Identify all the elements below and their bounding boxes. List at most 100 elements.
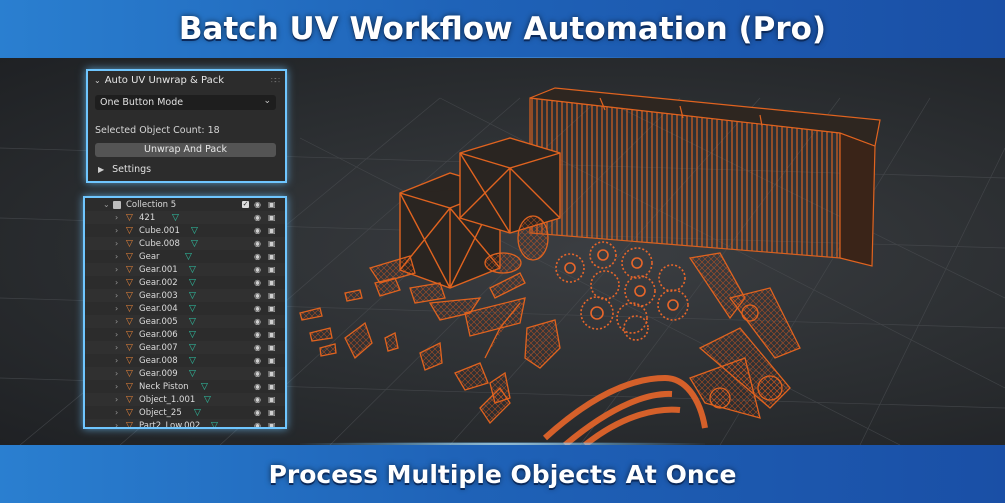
chevron-right-icon[interactable]: › [115,343,119,352]
eye-icon[interactable]: ◉ [254,213,261,222]
outliner-object-row[interactable]: ›▽Gear.001▽◉▣ [85,263,285,276]
eye-icon[interactable]: ◉ [254,421,261,429]
eye-icon[interactable]: ◉ [254,408,261,417]
outliner-object-row[interactable]: ›▽Neck Piston▽◉▣ [85,380,285,393]
camera-icon[interactable]: ▣ [268,421,276,429]
eye-icon[interactable]: ◉ [254,252,261,261]
chevron-down-icon[interactable]: ⌄ [94,76,101,85]
camera-icon[interactable]: ▣ [268,200,276,209]
object-name: Object_1.001 [139,394,196,405]
object-name: Neck Piston [139,381,189,392]
outliner-object-row[interactable]: ›▽421▽◉▣ [85,211,285,224]
camera-icon[interactable]: ▣ [268,239,276,248]
chevron-right-icon[interactable]: › [115,395,119,404]
outliner-object-row[interactable]: ›▽Gear.004▽◉▣ [85,302,285,315]
object-icon: ▽ [126,420,133,429]
outliner-object-row[interactable]: ›▽Gear▽◉▣ [85,250,285,263]
object-name: Gear.004 [139,303,178,314]
camera-icon[interactable]: ▣ [268,304,276,313]
eye-icon[interactable]: ◉ [254,265,261,274]
chevron-right-icon[interactable]: › [115,421,119,429]
eye-icon[interactable]: ◉ [254,343,261,352]
outliner-object-row[interactable]: ›▽Object_25▽◉▣ [85,406,285,419]
camera-icon[interactable]: ▣ [268,395,276,404]
eye-icon[interactable]: ◉ [254,291,261,300]
mesh-data-icon: ▽ [189,368,196,379]
engine-parts [299,215,561,425]
camera-icon[interactable]: ▣ [268,265,276,274]
eye-icon[interactable]: ◉ [254,356,261,365]
eye-icon[interactable]: ◉ [254,226,261,235]
mesh-data-icon: ▽ [189,342,196,353]
outliner-object-row[interactable]: ›▽Gear.006▽◉▣ [85,328,285,341]
settings-section-toggle[interactable]: ▶ Settings [98,164,151,175]
mode-dropdown[interactable]: One Button Mode ⌄ [95,95,276,110]
chevron-right-icon[interactable]: › [115,265,119,274]
chevron-right-icon[interactable]: › [115,408,119,417]
checkbox-icon[interactable]: ✓ [242,200,249,208]
eye-icon[interactable]: ◉ [254,395,261,404]
mesh-data-icon: ▽ [189,264,196,275]
outliner-collection-row[interactable]: ⌄ Collection 5 ✓ ◉ ▣ [85,198,285,211]
chevron-right-icon[interactable]: › [115,330,119,339]
camera-icon[interactable]: ▣ [268,317,276,326]
banner-glow-bottom [300,442,705,446]
outliner-object-row[interactable]: ›▽Gear.002▽◉▣ [85,276,285,289]
chevron-right-icon[interactable]: › [115,239,119,248]
chevron-right-icon[interactable]: › [115,382,119,391]
mesh-data-icon: ▽ [189,277,196,288]
outliner-object-row[interactable]: ›▽Gear.009▽◉▣ [85,367,285,380]
mesh-data-icon: ▽ [189,329,196,340]
chevron-right-icon[interactable]: › [115,226,119,235]
object-name: Gear.003 [139,290,178,301]
camera-icon[interactable]: ▣ [268,343,276,352]
eye-icon[interactable]: ◉ [254,317,261,326]
camera-icon[interactable]: ▣ [268,382,276,391]
camera-icon[interactable]: ▣ [268,252,276,261]
panel-header[interactable]: ⌄ Auto UV Unwrap & Pack [94,75,224,86]
eye-icon[interactable]: ◉ [254,369,261,378]
chevron-right-icon[interactable]: › [115,369,119,378]
panel-title: Auto UV Unwrap & Pack [104,75,225,86]
camera-icon[interactable]: ▣ [268,408,276,417]
camera-icon[interactable]: ▣ [268,226,276,235]
camera-icon[interactable]: ▣ [268,369,276,378]
object-icon: ▽ [126,264,133,275]
eye-icon[interactable]: ◉ [254,239,261,248]
eye-icon[interactable]: ◉ [254,200,261,209]
camera-icon[interactable]: ▣ [268,213,276,222]
outliner-object-row[interactable]: ›▽Object_1.001▽◉▣ [85,393,285,406]
3d-viewport[interactable]: ⌄ Auto UV Unwrap & Pack ∷∷ One Button Mo… [0,58,1005,445]
chevron-right-icon[interactable]: › [115,317,119,326]
eye-icon[interactable]: ◉ [254,278,261,287]
eye-icon[interactable]: ◉ [254,330,261,339]
chevron-right-icon[interactable]: › [115,291,119,300]
camera-icon[interactable]: ▣ [268,330,276,339]
outliner-object-row[interactable]: ›▽Cube.001▽◉▣ [85,224,285,237]
outliner-object-row[interactable]: ›▽Gear.007▽◉▣ [85,341,285,354]
outliner-panel: ⌄ Collection 5 ✓ ◉ ▣ ›▽421▽◉▣›▽Cube.001▽… [83,196,287,429]
object-name: Cube.008 [139,238,180,249]
object-name: Object_25 [139,407,182,418]
outliner-object-row[interactable]: ›▽Gear.003▽◉▣ [85,289,285,302]
chevron-down-icon[interactable]: ⌄ [103,200,110,209]
chevron-right-icon[interactable]: › [115,356,119,365]
camera-icon[interactable]: ▣ [268,291,276,300]
object-icon: ▽ [126,277,133,288]
chevron-right-icon[interactable]: › [115,252,119,261]
chevron-right-icon[interactable]: › [115,213,119,222]
unwrap-and-pack-button[interactable]: Unwrap And Pack [95,143,276,157]
chevron-right-icon[interactable]: › [115,304,119,313]
outliner-object-row[interactable]: ›▽Cube.008▽◉▣ [85,237,285,250]
outliner-object-row[interactable]: ›▽Gear.005▽◉▣ [85,315,285,328]
eye-icon[interactable]: ◉ [254,304,261,313]
camera-icon[interactable]: ▣ [268,356,276,365]
outliner-object-row[interactable]: ›▽Gear.008▽◉▣ [85,354,285,367]
outliner-object-row[interactable]: ›▽Part2_Low.002▽◉▣ [85,419,285,429]
eye-icon[interactable]: ◉ [254,382,261,391]
drag-handle-icon[interactable]: ∷∷ [270,76,280,85]
object-name: Gear.008 [139,355,178,366]
chevron-right-icon[interactable]: › [115,278,119,287]
object-icon: ▽ [126,303,133,314]
camera-icon[interactable]: ▣ [268,278,276,287]
